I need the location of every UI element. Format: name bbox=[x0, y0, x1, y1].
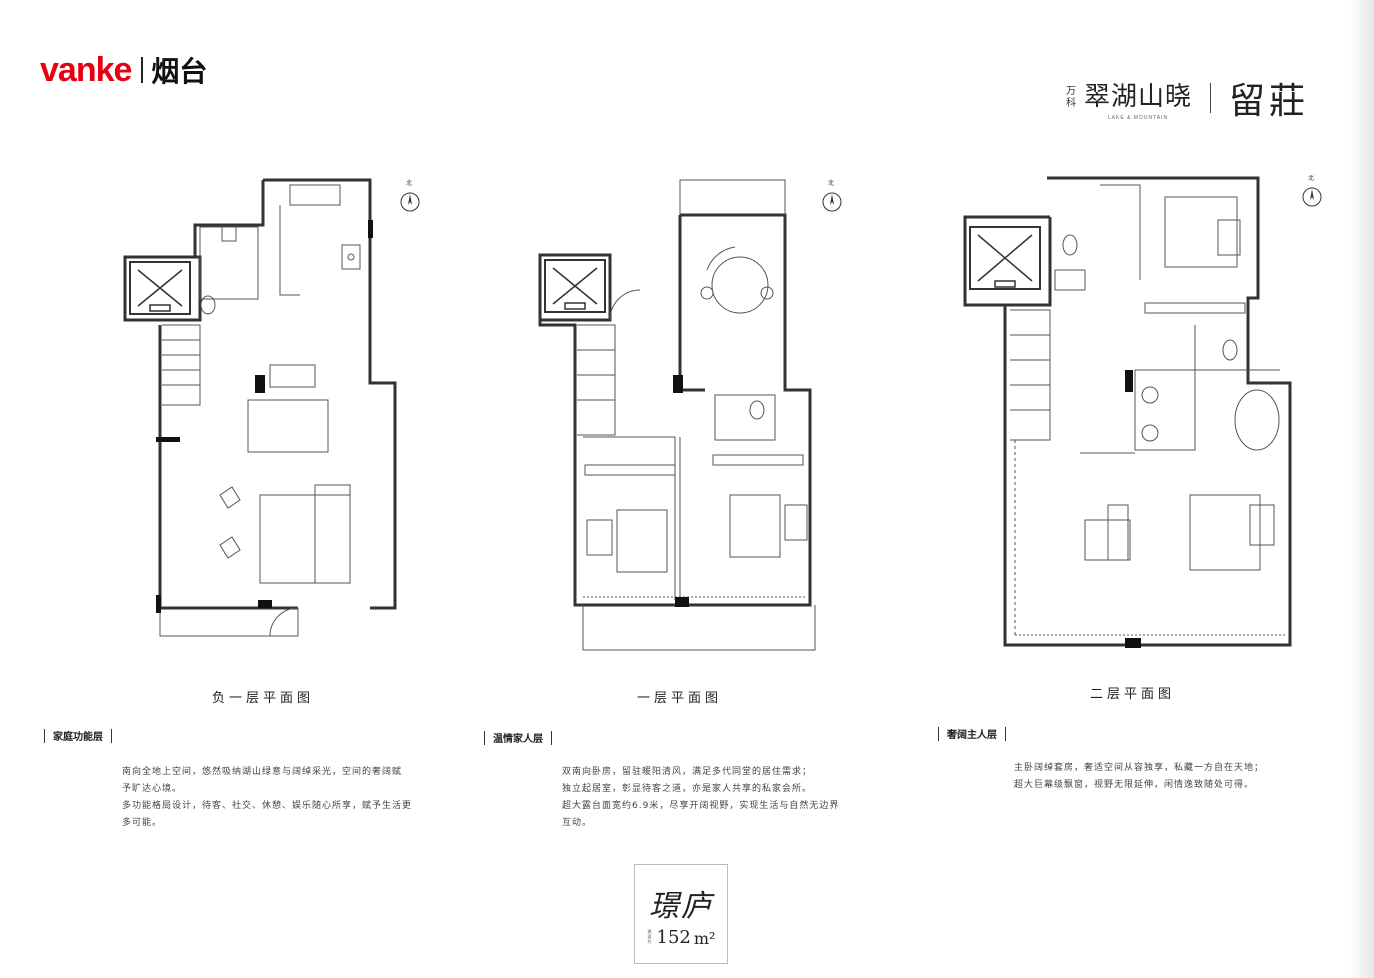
vanke-logo: vanke bbox=[40, 50, 132, 89]
floor-plan-2f-drawing: 北 bbox=[963, 175, 1322, 648]
brand-city: 烟台 bbox=[151, 55, 208, 88]
unit-area-value: 152 bbox=[656, 927, 691, 948]
floor-plan-b1-drawing: 北 bbox=[123, 178, 420, 637]
brand-header: vanke 烟台 bbox=[40, 50, 207, 90]
brand-divider bbox=[141, 57, 144, 83]
project-subtitle: 留莊 bbox=[1229, 81, 1310, 122]
floor-plan-2f: 北 二层平面图 bbox=[960, 175, 1330, 702]
project-name-en: LAKE & MOUNTAIN bbox=[1107, 114, 1169, 121]
section-tag-b1: 家庭功能层 bbox=[36, 728, 120, 743]
section-tag-label: 奢阔主人层 bbox=[947, 730, 997, 741]
floor-plan-1f-title: 一层平面图 bbox=[637, 691, 723, 706]
unit-name: 璟庐 bbox=[649, 889, 713, 924]
elevator-icon bbox=[969, 226, 1041, 290]
floor-plan-b1-title: 负一层平面图 bbox=[212, 691, 315, 706]
section-text-1f: 双南向卧房，留驻暖阳清风，满足多代同堂的居住需求； 独立起居室，彰显待客之道，亦… bbox=[562, 767, 840, 828]
project-vanke-label: 万科 bbox=[1066, 86, 1076, 109]
elevator-icon bbox=[129, 261, 191, 315]
project-name-block: 翠湖山晓 LAKE & MOUNTAIN bbox=[1084, 76, 1192, 121]
compass-icon bbox=[400, 192, 420, 212]
section-tag-1f: 温情家人层 bbox=[476, 730, 560, 745]
section-tag-label: 家庭功能层 bbox=[53, 732, 103, 743]
unit-area-unit: m² bbox=[693, 929, 716, 948]
unit-area-label: 建面约 bbox=[647, 929, 652, 944]
unit-info-box: 璟庐 建面约 152 m² bbox=[634, 864, 728, 964]
floor-plan-b1: 北 负一层平面图 bbox=[120, 175, 420, 706]
elevator-icon bbox=[544, 259, 606, 313]
compass-icon bbox=[822, 192, 842, 212]
project-name: 翠湖山晓 bbox=[1084, 81, 1193, 112]
section-tag-label: 温情家人层 bbox=[493, 734, 543, 745]
section-tag-2f: 奢阔主人层 bbox=[930, 726, 1014, 741]
north-label: 北 bbox=[406, 179, 412, 187]
section-text-2f: 主卧阔绰套房，奢适空间从容独享，私藏一方自在天地； 超大巨幕级飘窗，视野无限延伸… bbox=[1014, 763, 1265, 790]
floor-plan-2f-title: 二层平面图 bbox=[1090, 687, 1176, 702]
unit-area: 建面约 152 m² bbox=[635, 927, 727, 948]
north-label: 北 bbox=[828, 179, 834, 187]
page-edge-shadow bbox=[1350, 0, 1374, 978]
section-text-b1: 南向全地上空间，悠然吸纳湖山绿意与阔绰采光，空间的奢阔赋 予旷达心境。 多功能格… bbox=[122, 767, 413, 828]
floor-plan-1f-drawing: 北 bbox=[538, 179, 842, 651]
floor-plan-1f: 北 一层平面图 bbox=[535, 175, 845, 706]
north-label: 北 bbox=[1308, 175, 1314, 182]
compass-icon bbox=[1302, 187, 1322, 207]
project-logo: 万科 翠湖山晓 LAKE & MOUNTAIN 留莊 bbox=[1066, 72, 1309, 124]
project-divider bbox=[1210, 83, 1212, 113]
